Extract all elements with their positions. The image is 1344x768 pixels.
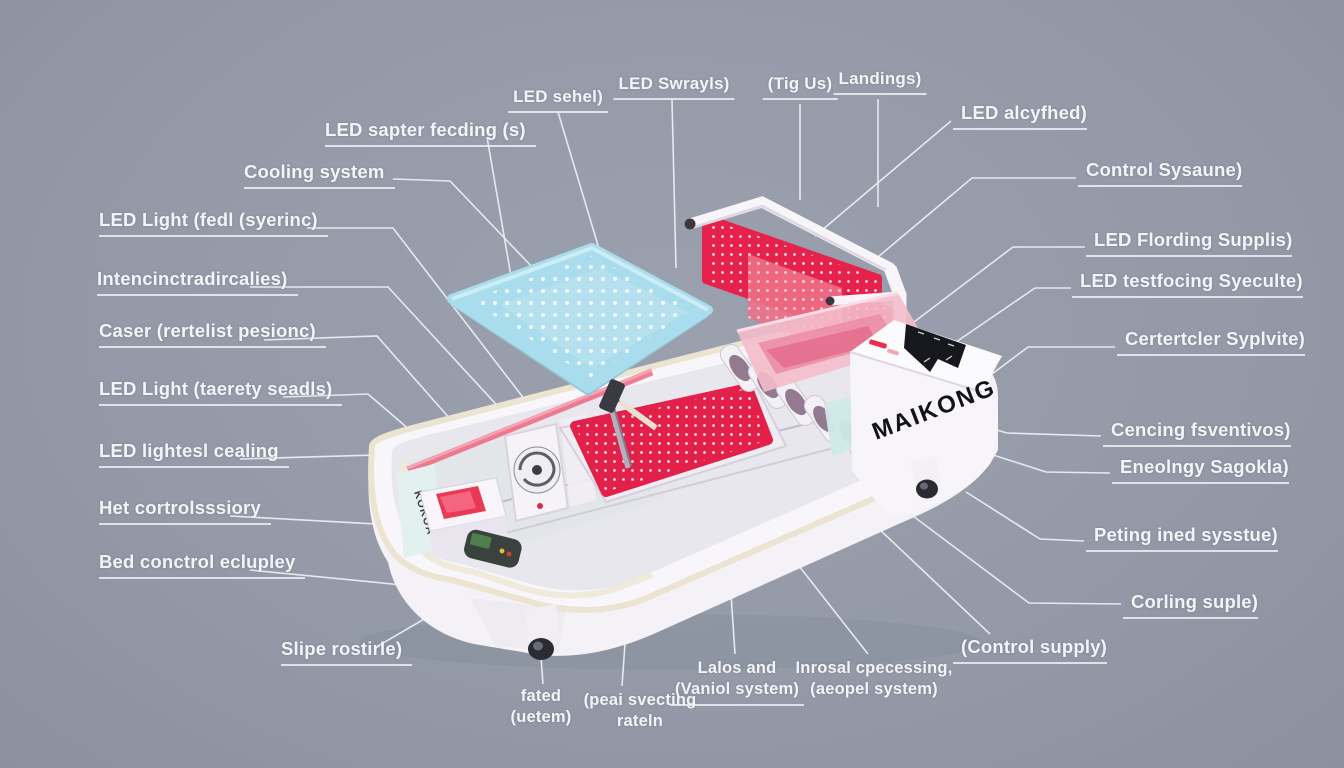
callout-control-supply: (Control supply) bbox=[953, 635, 1108, 665]
callout-inrosal-cpecessing: Inrosal cpecessing,(aeopel system) bbox=[795, 659, 953, 699]
callout-slipe-rostirle: Slipe rostirle) bbox=[281, 637, 413, 667]
therapy-bed: KOKOA bbox=[368, 196, 1002, 660]
callout-control-sysaune: Control Sysaune) bbox=[1078, 158, 1243, 188]
callout-caser-rertelist: Caser (rertelist pesionc) bbox=[99, 319, 326, 349]
callout-intencinctradircalies: Intencinctradircalies) bbox=[97, 267, 298, 297]
remote-control bbox=[464, 529, 522, 568]
head-unit: MAIKONG bbox=[849, 320, 1002, 515]
callout-bed-conctrol: Bed conctrol eclupley bbox=[99, 550, 306, 580]
callout-tig-us: (Tig Us) bbox=[762, 73, 838, 101]
callout-led-alcyfhed: LED alcyfhed) bbox=[953, 101, 1087, 131]
callout-eneolngy-sagokla: Eneolngy Sagokla) bbox=[1112, 455, 1289, 485]
callout-led-lightesl-cealing: LED lightesl cealing bbox=[99, 439, 289, 469]
control-display bbox=[904, 324, 966, 372]
callout-cooling-system: Cooling system bbox=[244, 160, 395, 190]
cyan-led-panel bbox=[447, 243, 713, 431]
control-module bbox=[419, 477, 508, 555]
caster-wheel-right bbox=[910, 456, 941, 499]
callout-led-sehel: LED sehel) bbox=[508, 86, 608, 114]
callout-led-flording-supplis: LED Flording Supplis) bbox=[1086, 228, 1293, 258]
callout-led-swrayls: LED Swrayls) bbox=[613, 73, 735, 101]
callout-peting-ined: Peting ined sysstue) bbox=[1086, 523, 1278, 553]
callout-fated-uetem: fated(uetem) bbox=[510, 687, 572, 727]
caster-wheel-left bbox=[524, 604, 560, 660]
pink-cover bbox=[736, 291, 926, 392]
callout-led-testfocing: LED testfocing Syeculte) bbox=[1072, 269, 1303, 299]
callout-het-cortrolsssiory: Het cortrolsssiory bbox=[99, 496, 271, 526]
callout-lalos-vaniol: Lalos and(Vaniol system) bbox=[669, 658, 805, 706]
callout-led-light-taerety: LED Light (taerety seadls) bbox=[99, 377, 343, 407]
callout-certertcler-syplvite: Certertcler Syplvite) bbox=[1117, 327, 1306, 357]
callout-cencing-fsventivos: Cencing fsventivos) bbox=[1103, 418, 1291, 448]
callout-landings: Landings) bbox=[833, 68, 927, 96]
callout-led-light-fedl: LED Light (fedl (syerinc) bbox=[99, 208, 328, 238]
callout-led-sapter-fecding: LED sapter fecding (s) bbox=[325, 118, 536, 148]
callout-corling-suple: Corling suple) bbox=[1123, 590, 1259, 620]
